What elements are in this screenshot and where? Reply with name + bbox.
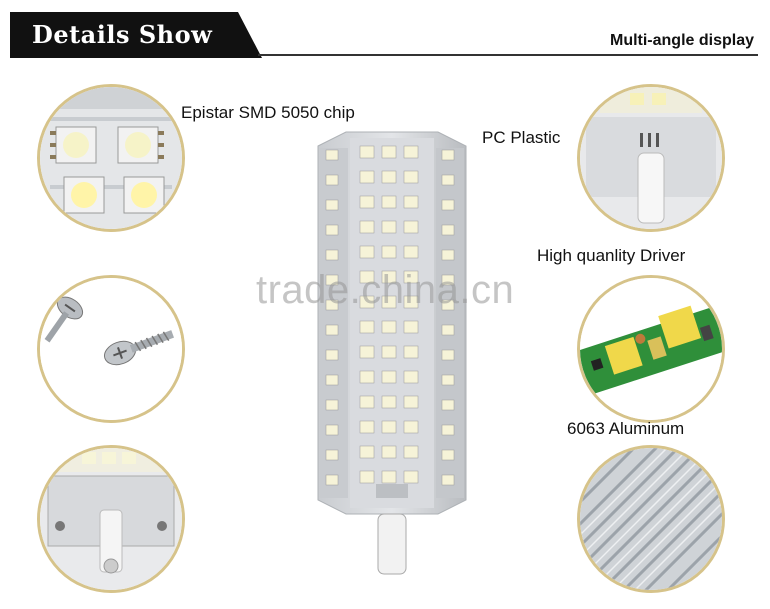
led-chip-side <box>325 274 339 286</box>
led-chip-side <box>441 249 455 261</box>
led-chip <box>359 170 375 184</box>
led-chip <box>381 195 397 209</box>
pc-plastic-cap-image <box>580 87 722 229</box>
led-chip <box>403 320 419 334</box>
led-chip-side <box>441 274 455 286</box>
led-chip-side <box>441 149 455 161</box>
led-chip <box>403 270 419 284</box>
led-chip-side <box>441 174 455 186</box>
led-chip-side <box>325 249 339 261</box>
led-chip <box>359 370 375 384</box>
led-chip <box>403 170 419 184</box>
led-chip <box>359 295 375 309</box>
label-chip: Epistar SMD 5050 chip <box>181 103 355 122</box>
led-chip <box>381 270 397 284</box>
led-chip <box>403 245 419 259</box>
led-chip <box>381 170 397 184</box>
detail-circle-aluminum <box>577 445 725 593</box>
led-chip <box>403 470 419 484</box>
lamp-base-image <box>40 448 182 590</box>
led-chip-side <box>325 424 339 436</box>
led-chip-side <box>441 299 455 311</box>
led-chip-side <box>441 324 455 336</box>
led-chip <box>359 195 375 209</box>
header-banner: Details Show <box>10 12 262 58</box>
led-chip <box>403 220 419 234</box>
led-chip-side <box>325 299 339 311</box>
detail-circle-plastic <box>577 84 725 232</box>
led-chip <box>381 295 397 309</box>
led-chip-side <box>325 449 339 461</box>
led-chip-side <box>325 399 339 411</box>
led-chip-side <box>325 199 339 211</box>
led-chip-side <box>441 199 455 211</box>
screws-image <box>40 278 182 420</box>
led-chip <box>359 245 375 259</box>
led-chip-side <box>325 374 339 386</box>
led-chip-side <box>441 424 455 436</box>
smd-chip-closeup-image <box>40 87 182 229</box>
led-chip <box>381 145 397 159</box>
r7s-led-lamp-image <box>298 128 484 584</box>
led-chip <box>381 420 397 434</box>
watermark: trade.china.cn <box>256 268 515 312</box>
led-chip <box>403 295 419 309</box>
led-chip <box>403 345 419 359</box>
led-chip-side <box>441 224 455 236</box>
led-chip <box>381 370 397 384</box>
detail-circle-driver <box>577 275 725 423</box>
led-chip <box>381 220 397 234</box>
led-chip <box>359 320 375 334</box>
aluminum-heatsink-image <box>580 448 722 590</box>
led-chip <box>359 445 375 459</box>
detail-circle-chip <box>37 84 185 232</box>
label-driver: High quanlity Driver <box>537 246 686 265</box>
led-chip <box>403 145 419 159</box>
led-chip <box>381 320 397 334</box>
led-chip <box>359 395 375 409</box>
led-chip <box>403 420 419 434</box>
led-chip <box>403 195 419 209</box>
led-chip <box>381 245 397 259</box>
led-chip-side <box>325 224 339 236</box>
led-chip-side <box>441 374 455 386</box>
led-chip-side <box>325 149 339 161</box>
led-chip <box>381 445 397 459</box>
led-chip <box>359 420 375 434</box>
led-chip <box>381 470 397 484</box>
led-chip <box>359 270 375 284</box>
led-chip <box>381 395 397 409</box>
led-chip-side <box>325 324 339 336</box>
led-chip <box>359 220 375 234</box>
label-plastic: PC Plastic <box>482 128 561 147</box>
led-chip-side <box>441 399 455 411</box>
label-aluminum: 6063 Aluminum <box>567 419 685 438</box>
detail-circle-base <box>37 445 185 593</box>
led-chip <box>359 345 375 359</box>
led-chip <box>403 395 419 409</box>
header-divider <box>258 54 758 56</box>
led-chip <box>403 445 419 459</box>
led-chip-side <box>325 349 339 361</box>
led-chip-side <box>441 449 455 461</box>
led-chip <box>359 470 375 484</box>
led-lamp-illustration <box>317 131 467 575</box>
led-chip <box>381 345 397 359</box>
led-chip <box>403 370 419 384</box>
driver-board-image <box>580 278 722 420</box>
detail-circle-screws <box>37 275 185 423</box>
led-chip <box>359 145 375 159</box>
led-chip-side <box>441 474 455 486</box>
led-chip-side <box>325 474 339 486</box>
led-chip-side <box>441 349 455 361</box>
page-subtitle: Multi-angle display <box>609 32 754 49</box>
led-chip-side <box>325 174 339 186</box>
banner-shape <box>10 12 262 58</box>
page-title: Details Show <box>32 20 213 49</box>
